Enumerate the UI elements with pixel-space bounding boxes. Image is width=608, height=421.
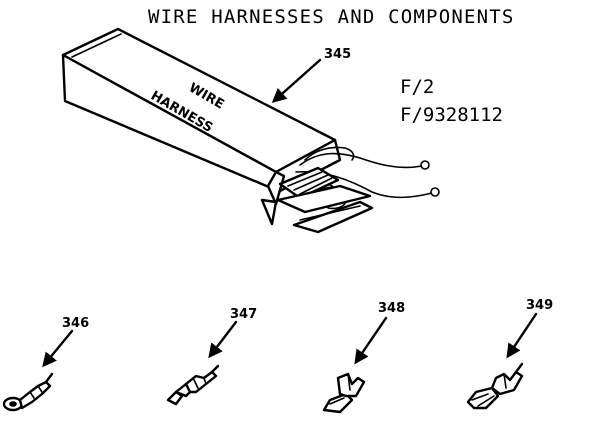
diagram-title: WIRE HARNESSES AND COMPONENTS: [148, 6, 515, 28]
part-number-345: 345: [324, 47, 351, 62]
figure-code-long: F/9328112: [400, 104, 503, 126]
part-number-349: 349: [526, 298, 553, 313]
part-number-347: 347: [230, 307, 257, 322]
callout-arrow-347: [208, 320, 238, 359]
part-number-348: 348: [378, 301, 405, 316]
figure-code-short: F/2: [400, 76, 434, 98]
callout-arrow-346: [42, 329, 74, 368]
callout-arrow-345: [271, 58, 322, 103]
crimp-terminal-347: [166, 364, 220, 406]
callout-arrow-349: [506, 312, 538, 359]
spade-terminal-348: [322, 372, 366, 414]
ring-terminal-346: [2, 372, 54, 412]
wire-harness-package: WIRE HARNESS: [61, 27, 440, 234]
callout-arrow-348: [354, 316, 388, 365]
female-spade-terminal-349: [466, 362, 524, 410]
part-number-346: 346: [62, 316, 89, 331]
